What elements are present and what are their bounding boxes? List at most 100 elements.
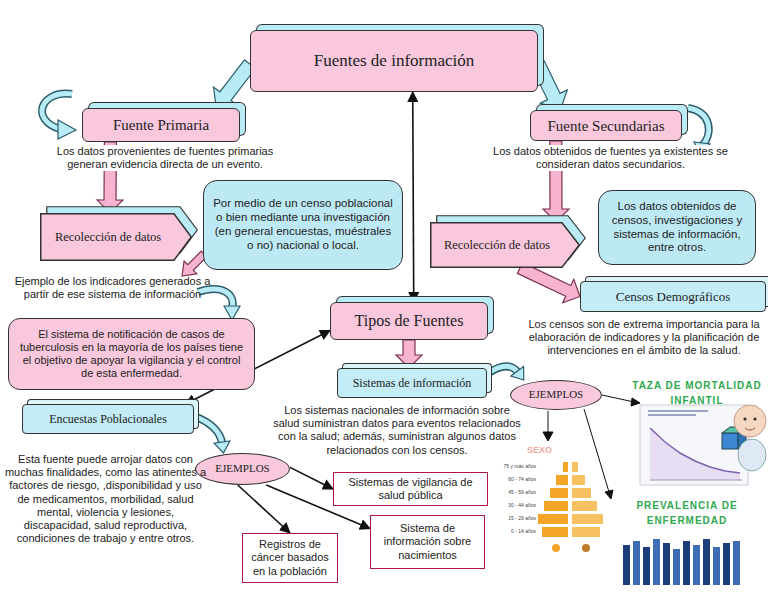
- concept-box: Fuente Primaria: [82, 108, 240, 142]
- bar-chart: [683, 541, 690, 585]
- connector-arrow: [97, 142, 123, 213]
- mortality-chart: [738, 439, 766, 471]
- arrow-box: Recolección de datos: [430, 222, 580, 268]
- node-text: Fuente Primaria: [113, 116, 209, 134]
- example-ellipse: EJEMPLOS: [510, 380, 602, 410]
- axis-label: 75 y más años: [502, 464, 536, 469]
- node-content: Registros de cáncer basados en la poblac…: [249, 538, 331, 578]
- bar-chart: [643, 547, 650, 585]
- info-box: Por medio de un censo poblacional o bien…: [203, 180, 403, 270]
- block-arrow: [517, 263, 580, 303]
- mortality-chart: [650, 480, 742, 481]
- connector-head: [511, 366, 524, 380]
- node-content: Tipos de Fuentes: [355, 311, 464, 330]
- node-content: Censos Demográficos: [616, 289, 730, 305]
- connector-curl: [487, 366, 518, 374]
- mortality-chart: [640, 405, 748, 485]
- node-text: EJEMPLOS: [215, 462, 269, 475]
- population-pyramid: [556, 475, 568, 485]
- population-pyramid: [538, 462, 603, 552]
- bar-chart: [733, 541, 740, 585]
- population-pyramid: [572, 514, 603, 524]
- block-arrow: [97, 142, 123, 213]
- curl-arrow: [42, 94, 76, 139]
- mortality-chart: [753, 417, 756, 420]
- node-content: EJEMPLOS: [215, 462, 269, 475]
- axis-label: 60 - 74 años: [502, 477, 536, 482]
- connector-arrow: [290, 467, 333, 489]
- node-content: Recolección de datos: [444, 238, 566, 253]
- connector-head: [214, 441, 230, 453]
- node-text: Encuestas Poblacionales: [49, 412, 167, 426]
- curl-arrow: [688, 108, 709, 146]
- bar-chart: [623, 539, 740, 585]
- connector-curl: [194, 416, 222, 444]
- population-pyramid: [552, 544, 560, 552]
- chart-title: TAZA DE MORTALIDAD INFANTIL: [622, 379, 768, 408]
- bar-chart: [723, 543, 730, 585]
- bar-chart: [703, 539, 710, 585]
- connector-arrow: [413, 92, 414, 302]
- curl-arrow: [694, 142, 710, 156]
- example-box: Sistema de información sobre nacimientos: [370, 515, 485, 569]
- node-text: Recolección de datos: [55, 230, 161, 245]
- mortality-chart: [722, 433, 738, 449]
- mortality-chart: [734, 405, 766, 437]
- arrow-box: Recolección de datos: [40, 213, 192, 261]
- connector-arrow: [543, 141, 569, 222]
- node-content: Encuestas Poblacionales: [49, 412, 167, 426]
- mortality-chart: [650, 428, 740, 473]
- connector-line: [290, 467, 333, 489]
- curl-arrow: [198, 289, 233, 308]
- annotation-text: Los censos son de extrema importancia pa…: [524, 318, 764, 358]
- annotation-text: Esta fuente puede arrojar datos con much…: [3, 453, 208, 545]
- curl-arrow: [42, 94, 72, 129]
- mortality-chart: [650, 428, 740, 480]
- node-content: Sistema de información sobre nacimientos: [377, 522, 478, 562]
- node-content: Fuente Secundarias: [547, 117, 664, 135]
- mortality-chart: [745, 428, 755, 430]
- bar-chart: [653, 539, 660, 585]
- node-text: Recolección de datos: [444, 238, 550, 253]
- node-text: EJEMPLOS: [529, 388, 583, 401]
- axis-label: 15 - 29 años: [502, 516, 536, 521]
- arrow-box-shape: [41, 214, 192, 261]
- block-arrow: [543, 141, 569, 222]
- connector-arrow: [194, 416, 230, 453]
- connector-line: [238, 485, 290, 533]
- example-box: Sistemas de vigilancia de salud pública: [333, 472, 488, 506]
- population-pyramid: [572, 475, 585, 485]
- annotation-text: Los datos provenientes de fuentes primar…: [40, 145, 290, 171]
- node-content: Fuente Primaria: [113, 116, 209, 134]
- axis-label: 0 - 14 años: [502, 529, 536, 534]
- connector-curl: [194, 416, 222, 444]
- mortality-chart: [743, 417, 746, 420]
- leader-line: [605, 490, 613, 499]
- node-content: Sistemas de vigilancia de salud pública: [340, 476, 481, 502]
- bar-chart: [633, 541, 640, 585]
- node-content: El sistema de notificación de casos de t…: [17, 328, 246, 381]
- node-text: Los datos obtenidos de censos, investiga…: [605, 200, 749, 255]
- population-pyramid: [538, 514, 568, 524]
- note-box: El sistema de notificación de casos de t…: [8, 318, 255, 390]
- node-text: Sistema de información sobre nacimientos: [377, 522, 478, 562]
- node-content: Recolección de datos: [55, 230, 177, 245]
- population-pyramid: [550, 488, 568, 498]
- node-text: Sistemas de vigilancia de salud pública: [340, 476, 481, 502]
- annotation-text: Los datos obtenidos de fuentes ya existe…: [488, 145, 733, 171]
- node-content: EJEMPLOS: [529, 388, 583, 401]
- node-text: Fuentes de información: [314, 51, 475, 71]
- population-pyramid: [572, 527, 600, 537]
- node-text: Censos Demográficos: [616, 289, 730, 305]
- node-content: Los datos obtenidos de censos, investiga…: [605, 200, 749, 255]
- connector-arrow: [487, 366, 524, 380]
- leader-line: [543, 432, 553, 441]
- connector-arrow: [238, 485, 290, 533]
- info-box: Los datos obtenidos de censos, investiga…: [598, 190, 756, 265]
- axis-label: 30 - 44 años: [502, 503, 536, 508]
- chart-title: PREVALENCIA DE ENFERMEDAD: [612, 499, 762, 528]
- connector-arrow: [517, 263, 580, 303]
- bar-chart: [713, 547, 720, 585]
- concept-box: Fuente Secundarias: [530, 110, 682, 141]
